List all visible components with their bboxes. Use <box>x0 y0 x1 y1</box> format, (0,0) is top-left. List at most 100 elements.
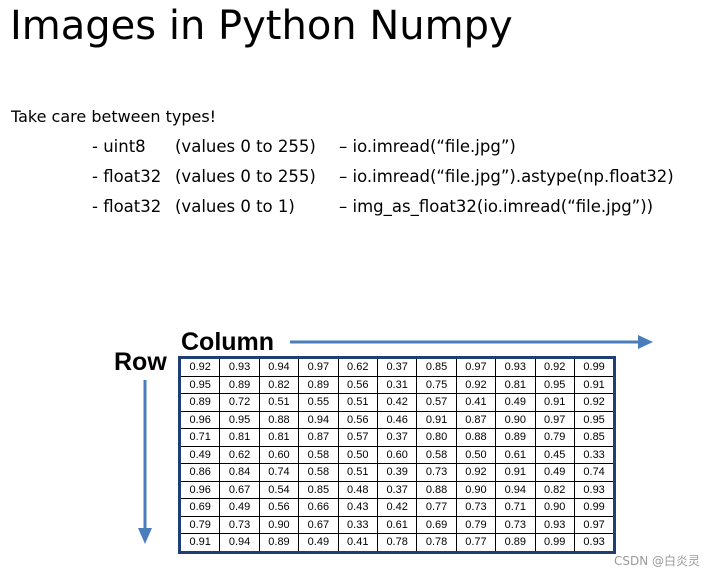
grid-cell: 0.37 <box>376 480 418 499</box>
grid-cell: 0.92 <box>178 357 221 377</box>
grid-cell: 0.67 <box>298 515 339 534</box>
grid-cell: 0.89 <box>495 428 536 447</box>
column-arrow-head-icon <box>638 335 653 349</box>
grid-cell: 0.56 <box>337 410 378 429</box>
grid-cell: 0.96 <box>178 410 221 429</box>
grid-cell: 0.78 <box>416 533 457 553</box>
type-code: – io.imread(“file.jpg”) <box>339 137 516 156</box>
grid-cell: 0.90 <box>455 480 497 499</box>
grid-cell: 0.41 <box>337 533 378 553</box>
grid-cell: 0.99 <box>534 533 575 553</box>
grid-cell: 0.61 <box>495 445 536 464</box>
grid-cell: 0.73 <box>219 515 260 534</box>
grid-cell: 0.88 <box>258 410 300 429</box>
grid-cell: 0.95 <box>573 410 616 429</box>
type-name: - float32 <box>92 197 162 216</box>
grid-cell: 0.80 <box>416 428 457 447</box>
grid-cell: 0.87 <box>298 428 339 447</box>
grid-cell: 0.78 <box>376 533 418 553</box>
grid-cell: 0.95 <box>178 375 221 394</box>
grid-cell: 0.51 <box>337 463 378 482</box>
row-label: Row <box>114 348 167 376</box>
grid-cell: 0.31 <box>376 375 418 394</box>
grid-cell: 0.82 <box>258 375 300 394</box>
grid-cell: 0.97 <box>573 515 616 534</box>
grid-cell: 0.97 <box>298 357 339 377</box>
type-range: (values 0 to 255) <box>175 137 316 156</box>
type-range: (values 0 to 255) <box>175 167 316 186</box>
grid-cell: 0.46 <box>376 410 418 429</box>
grid-cell: 0.85 <box>298 480 339 499</box>
grid-cell: 0.49 <box>495 393 536 412</box>
grid-cell: 0.92 <box>534 357 575 377</box>
grid-cell: 0.60 <box>258 445 300 464</box>
grid-cell: 0.92 <box>573 393 616 412</box>
grid-cell: 0.93 <box>534 515 575 534</box>
grid-cell: 0.71 <box>495 498 536 517</box>
grid-cell: 0.67 <box>219 480 260 499</box>
grid-cell: 0.62 <box>219 445 260 464</box>
grid-cell: 0.97 <box>455 357 497 377</box>
type-range: (values 0 to 1) <box>175 197 295 216</box>
grid-cell: 0.89 <box>495 533 536 553</box>
grid-cell: 0.57 <box>337 428 378 447</box>
grid-cell: 0.89 <box>258 533 300 553</box>
grid-cell: 0.73 <box>455 498 497 517</box>
grid-cell: 0.92 <box>455 375 497 394</box>
grid-cell: 0.62 <box>337 357 378 377</box>
grid-cell: 0.93 <box>219 357 260 377</box>
grid-cell: 0.58 <box>416 445 457 464</box>
grid-cell: 0.88 <box>416 480 457 499</box>
grid-cell: 0.93 <box>495 357 536 377</box>
intro-text: Take care between types! <box>11 107 217 126</box>
grid-cell: 0.81 <box>495 375 536 394</box>
grid-cell: 0.99 <box>573 498 616 517</box>
grid-cell: 0.58 <box>298 463 339 482</box>
grid-cell: 0.42 <box>376 498 418 517</box>
grid-cell: 0.33 <box>337 515 378 534</box>
grid-cell: 0.93 <box>573 480 616 499</box>
grid-cell: 0.94 <box>298 410 339 429</box>
grid-cell: 0.43 <box>337 498 378 517</box>
grid-cell: 0.77 <box>416 498 457 517</box>
grid-cell: 0.92 <box>455 463 497 482</box>
grid-cell: 0.82 <box>534 480 575 499</box>
grid-cell: 0.49 <box>178 445 221 464</box>
grid-cell: 0.95 <box>534 375 575 394</box>
grid-cell: 0.51 <box>337 393 378 412</box>
grid-cell: 0.73 <box>416 463 457 482</box>
grid-cell: 0.90 <box>495 410 536 429</box>
grid-cell: 0.85 <box>573 428 616 447</box>
grid-cell: 0.81 <box>219 428 260 447</box>
grid-cell: 0.94 <box>495 480 536 499</box>
grid-cell: 0.37 <box>376 357 418 377</box>
grid-cell: 0.93 <box>573 533 616 553</box>
grid-cell: 0.95 <box>219 410 260 429</box>
grid-cell: 0.90 <box>534 498 575 517</box>
grid-cell: 0.56 <box>258 498 300 517</box>
grid-cell: 0.51 <box>258 393 300 412</box>
column-label: Column <box>181 328 275 356</box>
grid-cell: 0.42 <box>376 393 418 412</box>
grid-cell: 0.66 <box>298 498 339 517</box>
grid-cell: 0.58 <box>298 445 339 464</box>
grid-cell: 0.48 <box>337 480 378 499</box>
grid-cell: 0.89 <box>219 375 260 394</box>
grid-cell: 0.72 <box>219 393 260 412</box>
grid-cell: 0.79 <box>178 515 221 534</box>
grid-cell: 0.50 <box>455 445 497 464</box>
type-code: – io.imread(“file.jpg”).astype(np.float3… <box>339 167 674 186</box>
grid-cell: 0.94 <box>219 533 260 553</box>
grid-cell: 0.96 <box>178 480 221 499</box>
grid-cell: 0.41 <box>455 393 497 412</box>
grid-cell: 0.91 <box>534 393 575 412</box>
grid-cell: 0.33 <box>573 445 616 464</box>
